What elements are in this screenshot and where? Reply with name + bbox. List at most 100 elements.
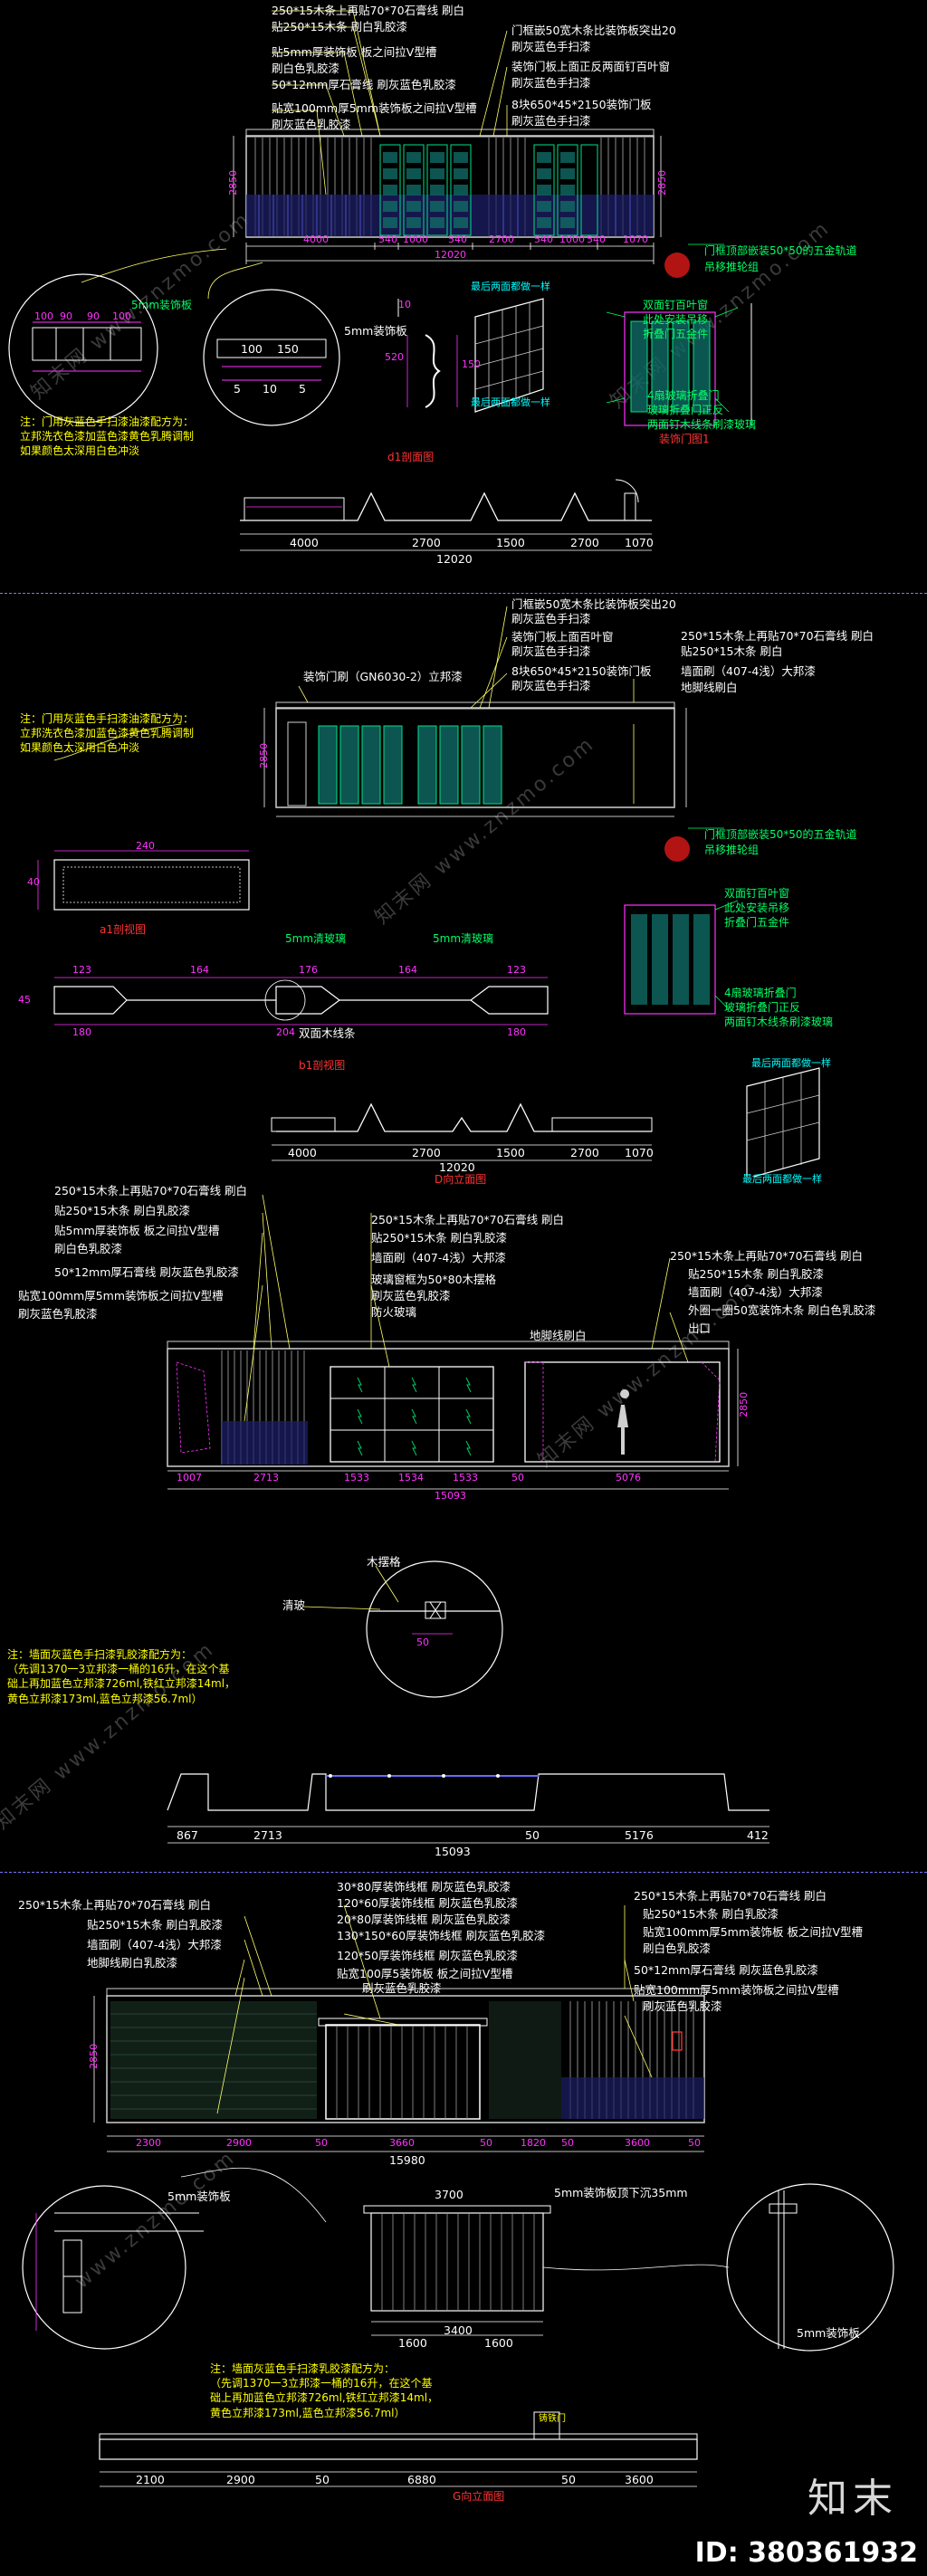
sheet-2-elevation: 门框嵌50宽木条比装饰板突出20 刷灰蓝色手扫漆 装饰门板上面百叶窗 刷灰蓝色手… [0,597,927,1186]
material-label: 50*12mm厚石膏线 刷灰蓝色乳胶漆 [272,78,456,91]
sheet-4-drawing [22,1904,894,2487]
door-note: 玻璃折叠门正反 [647,404,724,416]
material-label: 贴250*15木条 刷白乳胶漆 [54,1204,190,1217]
detail-label: 5mm装饰板 [797,2326,860,2340]
door-note: 两面钉木线条刷漆玻璃 [724,1016,834,1028]
dimension: 540 [587,234,606,245]
material-label: 贴250*15木条 刷白乳胶漆 [688,1267,824,1281]
detail-dimension: 90 [60,310,72,322]
door-note-small: 最后两面都做一样 [471,281,550,292]
plan-title: D向立面图 [435,1173,487,1186]
dimension: 3660 [389,2137,415,2149]
material-label: 50*12mm厚石膏线 刷灰蓝色乳胶漆 [634,1963,818,1977]
door-title: 装饰门图1 [659,433,710,445]
door-note-small: 最后两面都做一样 [751,1057,831,1069]
frame-label: 130*150*60厚装饰线框 刷灰蓝色乳胶漆 [337,1929,546,1942]
door-note: 折叠门五金件 [643,328,709,340]
dimension: 50 [315,2137,328,2149]
section-dimension: 240 [136,840,155,852]
plan-dimension: 4000 [288,1146,317,1159]
material-label: 贴250*15木条 刷白乳胶漆 [371,1231,507,1245]
plan-total: 15093 [435,1845,471,1858]
material-label: 外圈一圈50宽装饰木条 刷白色乳胶漆 [688,1303,876,1317]
frame-label: 20*80厚装饰线框 刷灰蓝色乳胶漆 [337,1913,511,1926]
detail-dimension: 3700 [435,2188,464,2201]
plan-dimension: 1500 [496,1146,525,1159]
image-id: ID: 380361932 [694,2537,918,2569]
detail-label: 5mm装饰板 [131,299,193,311]
material-label: 刷灰蓝色乳胶漆 [371,1289,451,1302]
door-label: 装饰门板上面正反两面钉百叶窗 [511,60,671,73]
material-label: 250*15木条上再贴70*70石膏线 刷白 [634,1889,827,1903]
dimension: 50 [511,1472,524,1484]
sheet-2-drawing [37,606,820,1177]
total-dimension: 15980 [389,2153,425,2167]
plan-dimension: 412 [747,1828,769,1842]
dimension: 4000 [303,234,329,245]
detail-dimension: 150 [277,342,299,356]
sheet-divider [0,593,927,594]
material-label: 墙面刷（407-4浅）大邦漆 [87,1938,222,1951]
plan-dimension: 2713 [253,1828,282,1842]
glass-dimension: 180 [72,1026,91,1038]
material-label: 地脚线刷白乳胶漆 [87,1956,178,1970]
plan-dimension: 4000 [290,536,319,549]
section-dimension: 40 [27,876,40,888]
detail-label: 5mm装饰板 [167,2190,231,2203]
glass-dimension: 180 [507,1026,526,1038]
detail-dimension: 100 [241,342,263,356]
material-label: 贴250*15木条 刷白 [681,644,783,658]
glass-dimension: 164 [190,964,209,976]
frame-label: 120*50厚装饰线框 刷灰蓝色乳胶漆 [337,1949,518,1962]
detail-dimension: 90 [87,310,100,322]
profile-dimension: 150 [462,358,481,370]
door-label: 门框嵌50宽木条比装饰板突出20 [511,597,676,611]
door-note: 玻璃折叠门正反 [724,1001,801,1014]
dimension: 1533 [453,1472,478,1484]
brand-logo: 知末 [808,2476,898,2522]
frame-label: 贴宽100厚5装饰板 板之间拉V型槽 [337,1967,513,1980]
plan-dimension: 867 [177,1828,198,1842]
plan-total: 12020 [436,552,473,566]
plan-dimension: 1070 [625,536,654,549]
door-label: 刷灰蓝色手扫漆 [511,679,591,692]
detail-dimension: 50 [416,1636,429,1648]
plan-dimension: 50 [561,2473,576,2486]
material-label: 贴宽100mm厚5mm装饰板之间拉V型槽 [634,1983,839,1997]
door-note: 吊移推轮组 [704,844,760,856]
plan-dimension: 50 [315,2473,330,2486]
plan-dimension: 6880 [407,2473,436,2486]
plan-dimension: 3600 [625,2473,654,2486]
plan-total: 12020 [439,1160,475,1174]
material-label: 250*15木条上再贴70*70石膏线 刷白 [54,1184,248,1197]
door-note: 门框顶部嵌装50*50的五金轨道 [704,244,857,257]
plan-dimension: 2700 [570,1146,599,1159]
plan-dimension: 2700 [412,536,441,549]
frame-label: 30*80厚装饰线框 刷灰蓝色乳胶漆 [337,1880,511,1894]
material-label: 250*15木条上再贴70*70石膏线 刷白 [18,1898,212,1912]
dimension: 1820 [521,2137,546,2149]
material-label: 250*15木条上再贴70*70石膏线 刷白 [670,1249,864,1263]
profile-label: 5mm装饰板 [344,324,407,338]
detail-dimension: 10 [263,382,277,396]
door-note: 此处安装吊移 [643,313,709,326]
frame-label: 刷灰蓝色乳胶漆 [362,1981,442,1995]
material-label: 贴5mm厚装饰板 板之间拉V型槽 [54,1224,220,1237]
total-dimension: 15093 [435,1490,466,1502]
door-note-small: 最后两面都做一样 [471,396,550,408]
glass-dimension: 164 [398,964,417,976]
detail-label: 清玻 [282,1598,306,1612]
profile-dimension: 520 [385,351,404,363]
glass-dimension: 123 [507,964,526,976]
paint-note: 注：门用灰蓝色手扫漆油漆配方为： 立邦洗衣色漆加蓝色漆黄色乳腾调制 如果颜色太深… [20,712,195,755]
dimension: 540 [534,234,553,245]
door-label: 装饰门板上面百叶窗 [511,630,614,644]
dimension: 2900 [226,2137,252,2149]
glass-label: 5mm清玻璃 [285,932,347,945]
paint-note: 注：墙面灰蓝色手扫漆乳胶漆配方为： （先调1370一3立邦漆一桶的16升，在这个… [7,1648,236,1705]
door-note: 折叠门五金件 [724,916,790,929]
door-label: 刷灰蓝色手扫漆 [511,612,591,625]
dimension: 2300 [136,2137,161,2149]
door-note: 双面钉百叶窗 [724,887,790,900]
section-title: d1剖面图 [387,451,435,463]
